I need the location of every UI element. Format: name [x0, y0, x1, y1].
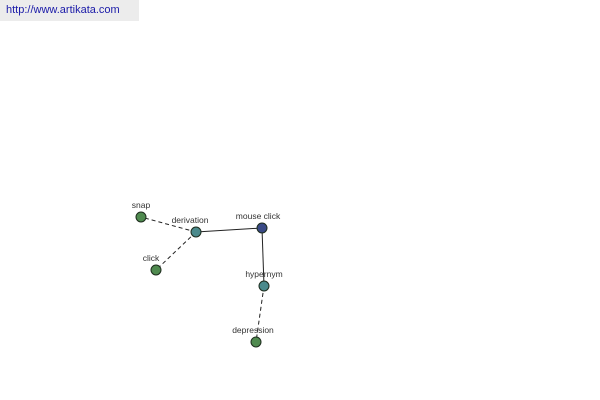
- edge-derivation-to-click: [155, 231, 197, 271]
- node-derivation[interactable]: [190, 226, 202, 238]
- node-label-snap: snap: [132, 200, 151, 210]
- node-label-derivation: derivation: [172, 215, 209, 225]
- node-label-mouse-click: mouse click: [236, 211, 281, 221]
- edge-mouse-click-to-derivation: [195, 227, 263, 233]
- edge-mouse-click-to-hypernym: [261, 227, 265, 287]
- node-click[interactable]: [150, 264, 162, 276]
- node-hypernym[interactable]: [258, 280, 270, 292]
- edge-hypernym-to-depression: [255, 285, 265, 343]
- site-url-link[interactable]: http://www.artikata.com: [0, 0, 139, 21]
- graph-edges: [140, 216, 265, 343]
- node-snap[interactable]: [135, 211, 147, 223]
- node-depression[interactable]: [250, 336, 262, 348]
- edge-derivation-to-snap: [140, 216, 197, 233]
- node-label-depression: depression: [232, 325, 274, 335]
- node-label-click: click: [143, 253, 160, 263]
- node-mouse-click[interactable]: [256, 222, 268, 234]
- node-label-hypernym: hypernym: [245, 269, 282, 279]
- graph-nodes: snap derivation mouse click click hypernym de…: [132, 200, 283, 348]
